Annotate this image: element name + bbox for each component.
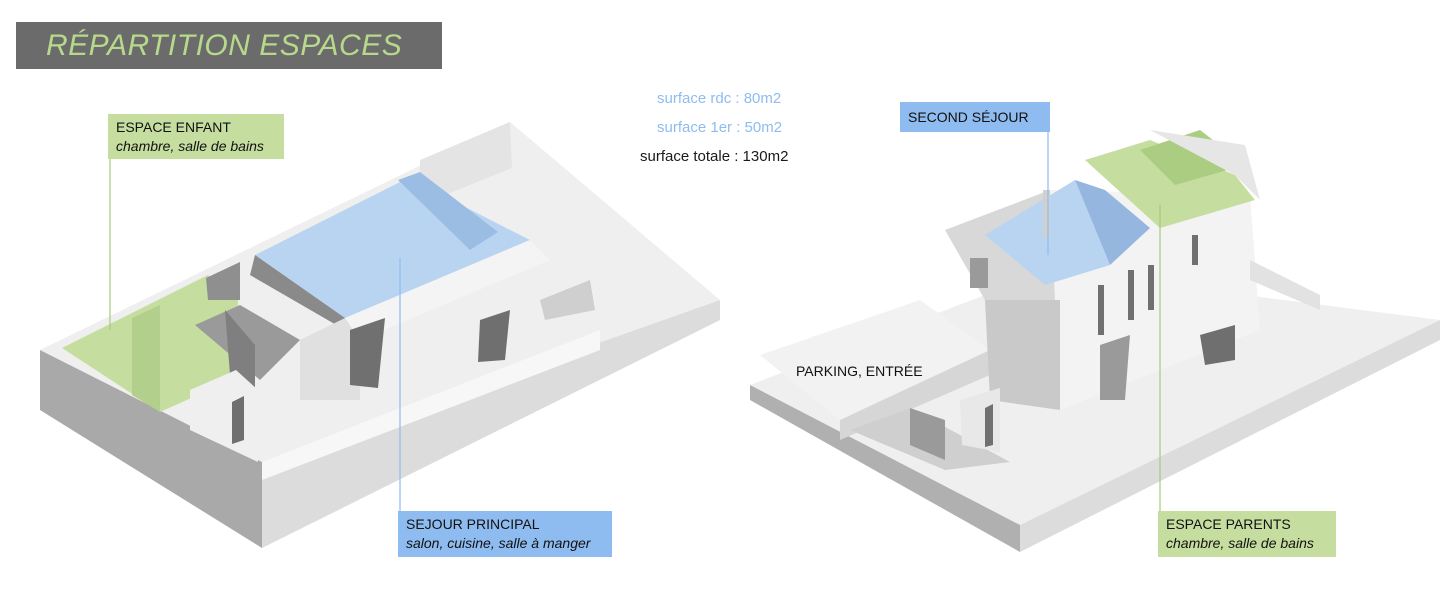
label-espace-parents: ESPACE PARENTS chambre, salle de bains (1158, 511, 1336, 557)
first-floor-model (750, 130, 1440, 552)
label-espace-enfant-subtitle: chambre, salle de bains (116, 138, 264, 154)
surface-first-floor: surface 1er : 50m2 (657, 119, 783, 136)
label-espace-parents-title: ESPACE PARENTS (1166, 516, 1291, 532)
label-espace-enfant: ESPACE ENFANT chambre, salle de bains (108, 114, 284, 159)
label-sejour-principal: SEJOUR PRINCIPAL salon, cuisine, salle à… (398, 511, 612, 557)
label-sejour-principal-title: SEJOUR PRINCIPAL (406, 516, 540, 532)
label-second-sejour: SECOND SÉJOUR (900, 102, 1050, 132)
page-title: RÉPARTITION ESPACES (46, 29, 403, 62)
label-parking-entree: PARKING, ENTRÉE (796, 363, 923, 379)
label-sejour-principal-subtitle: salon, cuisine, salle à manger (406, 535, 591, 551)
ground-floor-model (40, 122, 720, 548)
surface-rdc: surface rdc : 80m2 (657, 90, 782, 107)
title-bar: RÉPARTITION ESPACES (16, 22, 442, 69)
label-second-sejour-title: SECOND SÉJOUR (908, 109, 1029, 125)
label-espace-parents-subtitle: chambre, salle de bains (1166, 535, 1314, 551)
surface-total: surface totale : 130m2 (640, 148, 789, 165)
label-espace-enfant-title: ESPACE ENFANT (116, 119, 231, 135)
